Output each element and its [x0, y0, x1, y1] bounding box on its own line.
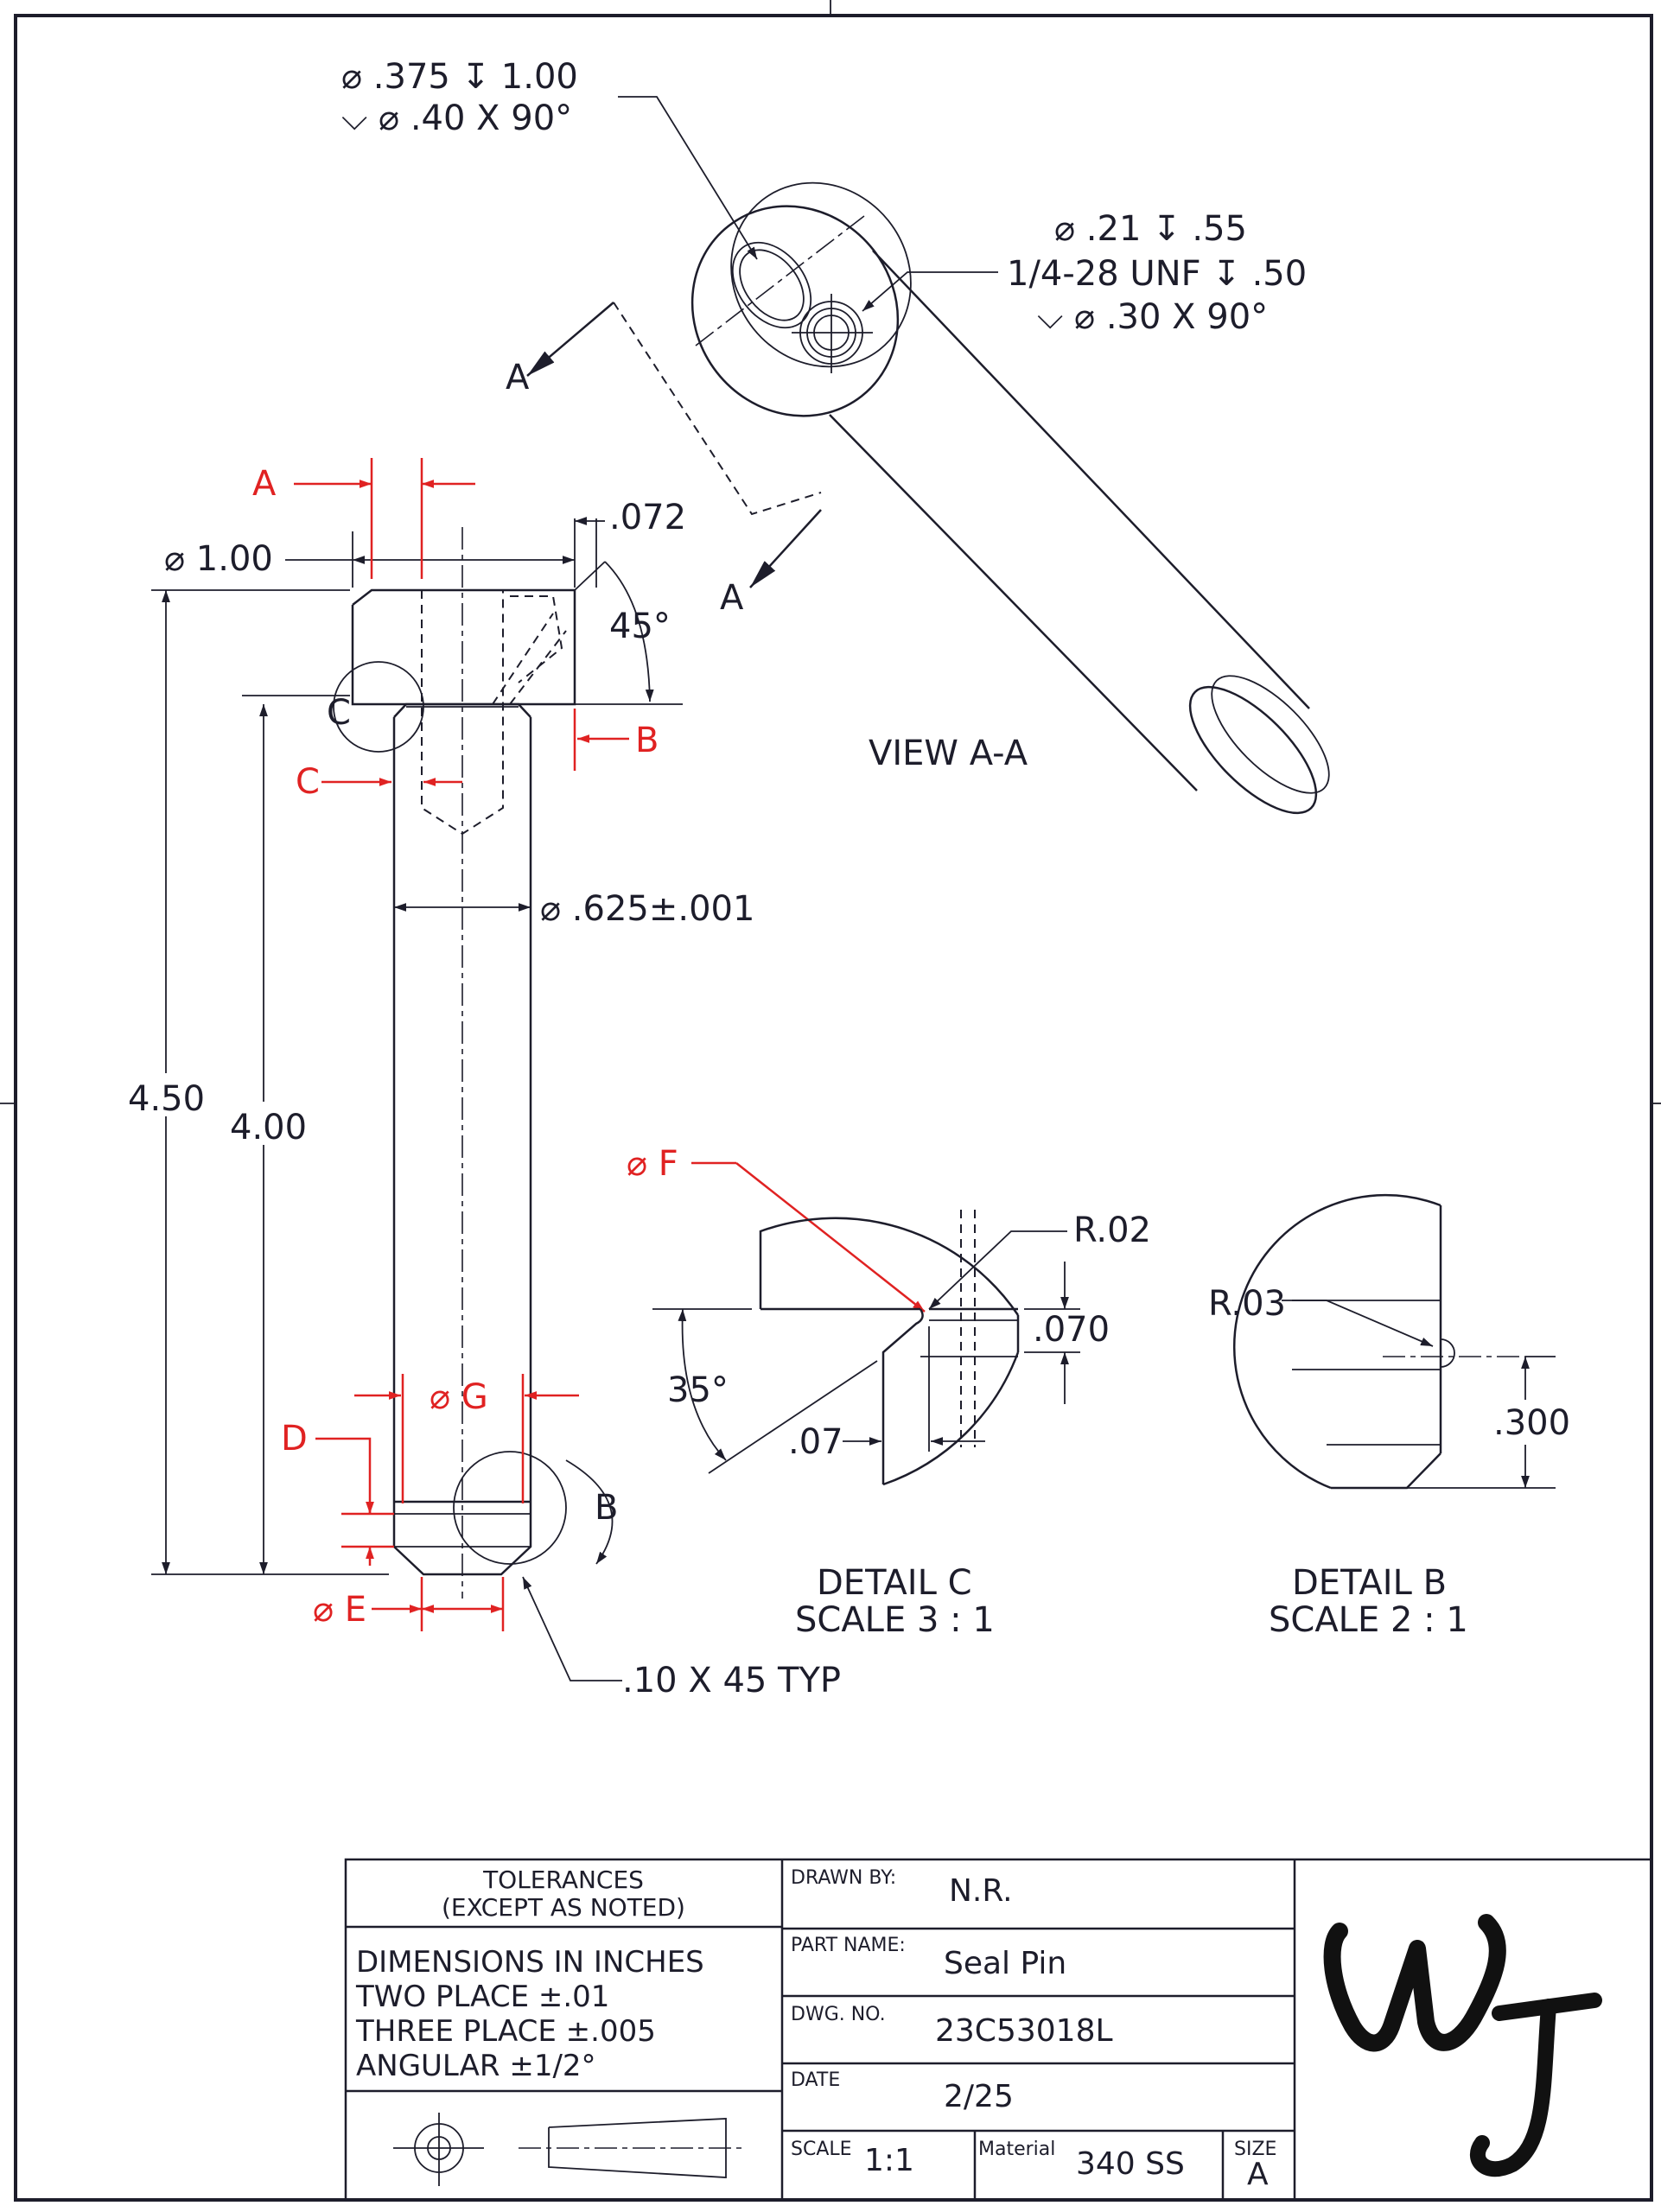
- detail-c-title: DETAIL C: [817, 1563, 972, 1603]
- thread-callout-line-1: ⌀ .21 ↧ .55: [1054, 209, 1247, 249]
- detail-b-radius: R.03: [1208, 1284, 1286, 1324]
- thread-callout-line-3: ⌵ ⌀ .30 X 90°: [1037, 297, 1268, 337]
- dwg-no-label: DWG. NO.: [791, 2004, 886, 2025]
- detail-c: 35° R.02 .070 .07 DETAIL C SCALE 3 : 1: [652, 1210, 1151, 1640]
- tolerances-heading: TOLERANCES: [482, 1866, 644, 1894]
- detail-c-scale: SCALE 3 : 1: [795, 1600, 995, 1640]
- dim-072: .072: [609, 498, 686, 537]
- red-label-b: B: [635, 721, 659, 760]
- red-variable-dimensions: A B C ⌀ G D ⌀ E ⌀ F: [252, 458, 926, 1631]
- red-label-f: ⌀ F: [627, 1144, 678, 1184]
- date-label: DATE: [791, 2069, 840, 2091]
- dim-length-450: 4.50: [128, 1079, 205, 1119]
- dim-angle-45: 45°: [609, 607, 671, 646]
- dim-head-diameter: ⌀ 1.00: [164, 539, 273, 579]
- company-logo: [1323, 1914, 1602, 2177]
- part-name-value: Seal Pin: [944, 1946, 1066, 1981]
- section-letter-upper: A: [506, 358, 530, 397]
- tolerance-angular: ANGULAR ±1/2°: [356, 2049, 596, 2083]
- size-label: SIZE: [1234, 2139, 1276, 2160]
- detail-c-radius: R.02: [1073, 1211, 1151, 1250]
- tolerance-three-place: THREE PLACE ±.005: [355, 2014, 656, 2049]
- detail-b-title: DETAIL B: [1292, 1563, 1447, 1603]
- detail-c-circle[interactable]: [333, 661, 424, 753]
- section-letter-lower: A: [720, 578, 744, 618]
- detail-b-letter: B: [595, 1488, 618, 1528]
- tolerance-units: DIMENSIONS IN INCHES: [356, 1945, 704, 1980]
- dwg-no-value: 23C53018L: [935, 2013, 1113, 2049]
- red-label-c: C: [296, 762, 320, 802]
- detail-c-letter: C: [327, 693, 351, 733]
- hole-callout-line-1: ⌀ .375 ↧ 1.00: [341, 57, 578, 97]
- red-label-a: A: [252, 464, 277, 504]
- drawn-by-label: DRAWN BY:: [791, 1867, 896, 1889]
- detail-c-dim-070: .070: [1033, 1310, 1110, 1350]
- red-label-d: D: [281, 1419, 308, 1459]
- material-value: 340 SS: [1076, 2146, 1185, 2182]
- red-label-g: ⌀ G: [430, 1377, 488, 1417]
- detail-b-scale: SCALE 2 : 1: [1269, 1600, 1468, 1640]
- tolerances-subheading: (EXCEPT AS NOTED): [442, 1893, 685, 1922]
- dim-chamfer: .10 X 45 TYP: [622, 1661, 841, 1700]
- scale-label: SCALE: [791, 2139, 852, 2160]
- part-name-label: PART NAME:: [791, 1935, 906, 1956]
- date-value: 2/25: [944, 2079, 1014, 2114]
- dim-length-400: 4.00: [230, 1108, 307, 1147]
- detail-b: R.03 .300 DETAIL B SCALE 2 : 1: [1208, 1193, 1570, 1640]
- hole-callout-line-2: ⌵ ⌀ .40 X 90°: [341, 99, 572, 138]
- detail-b-circle[interactable]: [453, 1451, 567, 1565]
- detail-b-dim-300: .300: [1493, 1403, 1570, 1443]
- drawn-by-value: N.R.: [949, 1873, 1013, 1909]
- third-angle-projection-symbol: [393, 2113, 743, 2186]
- detail-c-angle: 35°: [667, 1370, 729, 1410]
- scale-value: 1:1: [864, 2143, 914, 2178]
- dim-body-diameter: ⌀ .625±.001: [540, 889, 754, 929]
- detail-c-dim-07: .07: [788, 1422, 843, 1462]
- size-value: A: [1247, 2157, 1269, 2192]
- tolerance-two-place: TWO PLACE ±.01: [355, 1980, 609, 2014]
- title-block: TOLERANCES (EXCEPT AS NOTED) DIMENSIONS …: [344, 1858, 1653, 2202]
- red-label-e: ⌀ E: [313, 1590, 366, 1630]
- main-view: C B ⌀ 1.00 .072 45° 4.50 4.00 ⌀ .625±.00…: [125, 498, 841, 1700]
- view-aa: A A ⌀ .375 ↧ 1.00 ⌵ ⌀ .40 X 90° ⌀ .21 ↧ …: [341, 57, 1330, 815]
- view-aa-title: VIEW A-A: [869, 734, 1028, 773]
- material-label: Material: [978, 2139, 1055, 2160]
- thread-callout-line-2: 1/4-28 UNF ↧ .50: [1007, 254, 1307, 294]
